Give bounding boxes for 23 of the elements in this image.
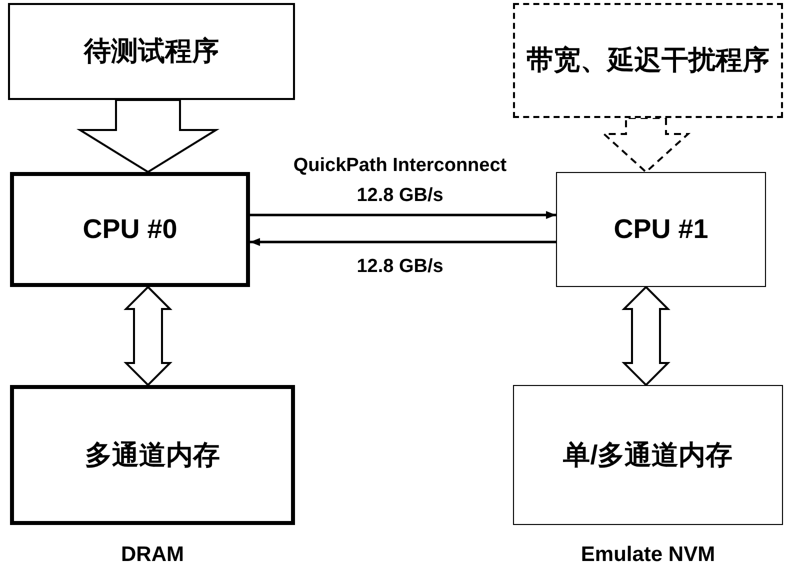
caption-text: DRAM <box>120 543 185 567</box>
double-block-arrow <box>124 286 172 386</box>
process-box <box>556 172 766 287</box>
box-text: CPU #0 <box>82 213 178 246</box>
block-arrow <box>76 99 220 174</box>
caption-text: Emulate NVM <box>580 543 716 567</box>
process-box <box>8 3 295 100</box>
edge-label: 12.8 GB/s <box>356 185 444 207</box>
arrow <box>250 238 556 246</box>
box-text: 带宽、延迟干扰程序 <box>526 44 770 78</box>
box-text: CPU #1 <box>612 213 710 246</box>
block-arrow <box>601 117 691 174</box>
box-text: 多通道内存 <box>84 438 221 472</box>
process-box <box>10 172 250 287</box>
process-box <box>10 385 295 525</box>
double-block-arrow <box>622 286 670 386</box>
arrow <box>250 211 556 219</box>
bus-label: QuickPath Interconnect <box>292 155 508 177</box>
box-text: 待测试程序 <box>82 35 220 68</box>
process-box <box>513 385 783 525</box>
box-text: 单/多通道内存 <box>562 438 734 472</box>
process-box <box>513 3 783 118</box>
edge-label: 12.8 GB/s <box>356 256 444 278</box>
